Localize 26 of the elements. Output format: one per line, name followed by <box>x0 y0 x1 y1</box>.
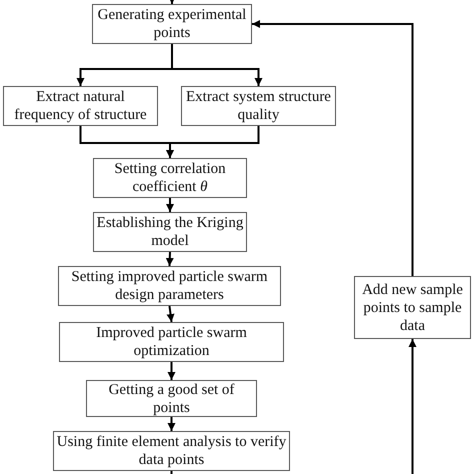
arrow <box>166 126 260 158</box>
box-text: Extract natural frequency of structure <box>13 88 148 124</box>
box-text: Improved particle swarm optimization <box>95 324 248 360</box>
box-text: Generating experimental points <box>96 6 248 42</box>
arrow <box>252 20 414 276</box>
arrow <box>408 339 416 474</box>
process-box <box>58 266 281 306</box>
arrow <box>168 0 176 4</box>
box-text: Extract system structure quality <box>185 88 332 124</box>
arrow <box>168 362 176 380</box>
arrow <box>166 252 174 266</box>
box-text: Setting improved particle swarm design parameters <box>70 268 269 304</box>
process-box <box>354 276 471 339</box>
process-box <box>93 158 247 198</box>
arrow <box>166 198 174 212</box>
process-box <box>86 380 257 417</box>
box-text: Establishing the Kriging model <box>96 214 244 250</box>
box-text: Using finite element analysis to verify data points <box>56 433 287 469</box>
box-text: Add new sample points to sample data <box>361 280 464 334</box>
process-box <box>59 322 284 362</box>
arrow <box>168 417 176 431</box>
box-text: Setting correlation coefficient θ <box>113 160 227 196</box>
box-text: Getting a good set of points <box>108 380 236 416</box>
process-box <box>3 86 158 126</box>
connector-line <box>170 471 172 474</box>
arrow <box>166 306 174 322</box>
